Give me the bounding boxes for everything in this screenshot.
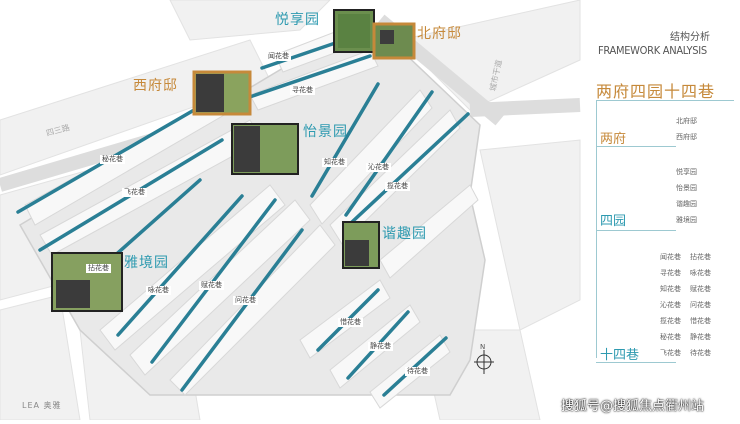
garden-label-yuexiang: 悦享园: [275, 12, 320, 28]
group-label-siyuan: 四园: [600, 214, 627, 229]
group-lane-item: 沁花巷: [660, 301, 681, 309]
lane-daihua: [382, 336, 448, 397]
lane-label-feihua: 飞花巷: [122, 188, 147, 197]
legend-panel: 结构分析 FRAMEWORK ANALYSIS 两府四园十四巷 两府 北府邸 西…: [582, 0, 740, 420]
lane-label-zhihua: 知花巷: [322, 158, 347, 167]
group-label-liangfu: 两府: [600, 132, 627, 147]
mansion-label-beifu: 北府邸: [417, 26, 462, 42]
garden-label-yijing: 怡景园: [303, 124, 348, 140]
panel-divider: [596, 100, 734, 101]
panel-divider: [596, 230, 676, 231]
lane-label-wenhua2: 问花巷: [233, 296, 258, 305]
group-lane-item: 咏花巷: [690, 269, 711, 277]
lane-label-fuhua: 赋花巷: [199, 281, 224, 290]
group-liangfu-item: 北府邸: [676, 117, 697, 125]
group-lane-item: 揽花巷: [660, 317, 681, 325]
garden-label-xiequ: 谐趣园: [382, 226, 427, 242]
group-liangfu-item: 西府邸: [676, 133, 697, 141]
lane-wenhua2: [180, 228, 304, 392]
group-label-shisixiang: 十四巷: [600, 348, 640, 363]
company-logo: LEA 奥雅: [22, 401, 62, 410]
group-lane-item: 赋花巷: [690, 285, 711, 293]
panel-vertical-rule: [596, 100, 597, 358]
lane-label-xihua: 惜花巷: [338, 318, 363, 327]
north-label: N: [480, 343, 486, 351]
panel-title-en: FRAMEWORK ANALYSIS: [598, 44, 707, 57]
group-lane-item: 静花巷: [690, 333, 711, 341]
group-siyuan-item: 怡景园: [676, 184, 697, 192]
lane-label-xunhua: 寻花巷: [290, 86, 315, 95]
lane-xunhua: [233, 54, 372, 104]
lane-yonghua: [116, 194, 244, 337]
lane-label-jinghua: 静花巷: [368, 342, 393, 351]
lane-label-wenhua: 闻花巷: [266, 52, 291, 61]
group-lane-item: 闻花巷: [660, 253, 681, 261]
group-lane-item: 飞花巷: [660, 349, 681, 357]
group-siyuan-item: 谐趣园: [676, 200, 697, 208]
lane-lanhua: [350, 112, 470, 224]
lane-label-daihua: 待花巷: [405, 367, 430, 376]
group-lane-item: 待花巷: [690, 349, 711, 357]
group-lane-item: 惜花巷: [690, 317, 711, 325]
lane-label-mihua: 秘花巷: [100, 155, 125, 164]
lane-label-yonghua: 咏花巷: [146, 286, 171, 295]
lane-label-lanhua: 揽花巷: [385, 182, 410, 191]
panel-headline: 两府四园十四巷: [596, 82, 716, 101]
group-lane-item: 知花巷: [660, 285, 681, 293]
mansion-label-xifu: 西府邸: [133, 78, 178, 94]
lane-qinhua: [344, 90, 434, 217]
group-lane-item: 问花巷: [690, 301, 711, 309]
source-watermark: 搜狐号@搜狐焦点衢州站: [561, 399, 705, 414]
lane-zhihua: [310, 82, 380, 198]
group-lane-item: 寻花巷: [660, 269, 681, 277]
lane-mihua: [16, 93, 222, 214]
group-lane-item: 秘花巷: [660, 333, 681, 341]
group-siyuan-item: 悦享园: [676, 168, 697, 176]
panel-title-cn: 结构分析: [670, 32, 710, 43]
group-lane-item: 拈花巷: [690, 253, 711, 261]
lane-label-qinhua: 沁花巷: [366, 163, 391, 172]
panel-divider: [596, 362, 676, 363]
lane-label-nianhua: 拈花巷: [86, 264, 111, 273]
garden-label-yajing: 雅境园: [124, 255, 169, 271]
group-siyuan-item: 雅境园: [676, 216, 697, 224]
north-arrow-icon: [474, 350, 494, 374]
panel-divider: [596, 146, 676, 147]
